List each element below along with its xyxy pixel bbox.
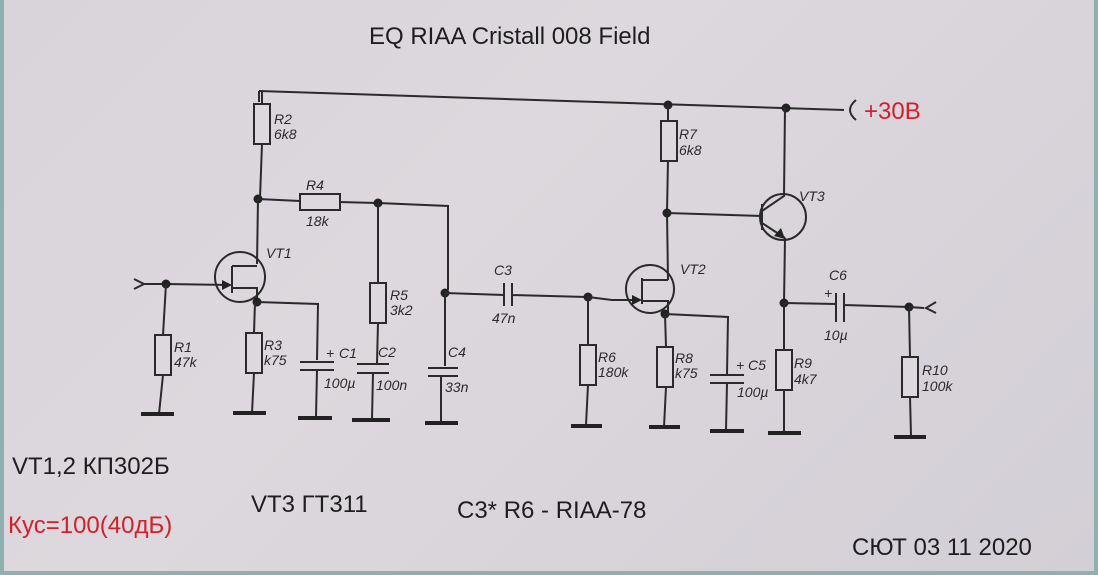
resistor-r6: R6 180k: [571, 297, 629, 428]
c1-ref: C1: [339, 345, 357, 361]
r10-value: 100k: [922, 378, 953, 394]
resistor-r4: R4 18k: [253, 177, 449, 290]
signature-note: СЮТ 03 11 2020: [852, 534, 1032, 561]
r10-ref: R10: [922, 362, 948, 378]
bjt-type-note: VT3 ГТ311: [251, 491, 368, 518]
c2-ref: C2: [378, 344, 396, 360]
capacitor-c4: C4 33n: [425, 293, 469, 425]
vt3-ref: VT3: [799, 188, 825, 204]
c3-ref: C3: [494, 262, 512, 278]
fet-types-note: VT1,2 КП302Б: [12, 453, 170, 480]
resistor-r7: R7 6k8: [660, 105, 702, 281]
c2-value: 100n: [376, 377, 407, 393]
r6-ref: R6: [598, 349, 616, 365]
r9-ref: R9: [794, 355, 812, 371]
c6-value: 10µ: [824, 327, 848, 343]
capacitor-c3: C3 47n: [444, 262, 588, 326]
wire: [256, 301, 320, 361]
r7-ref: R7: [679, 126, 698, 142]
r6-value: 180k: [598, 364, 629, 380]
wire: [666, 212, 763, 217]
r1-ref: R1: [174, 339, 192, 355]
wire: [783, 237, 786, 304]
transistor-vt2: VT2: [587, 261, 706, 314]
c1-value: 100µ: [324, 375, 355, 391]
capacitor-c6: + C6 10µ: [783, 267, 910, 343]
r5-value: 3k2: [390, 302, 413, 318]
c3-value: 47n: [492, 310, 516, 326]
c6-ref: C6: [829, 267, 847, 283]
capacitor-c5: + C5 100µ: [710, 357, 768, 433]
c4-ref: C4: [448, 344, 466, 360]
resistor-r2: R2 6k8: [253, 91, 297, 199]
r4-ref: R4: [306, 177, 324, 193]
c1-polarity: +: [326, 345, 334, 361]
c5-polarity: +: [736, 357, 744, 373]
r2-value: 6k8: [274, 126, 297, 142]
gain-note: Кус=100(40дБ): [8, 512, 172, 539]
c5-ref: C5: [748, 357, 766, 373]
c4-value: 33n: [445, 379, 469, 395]
c6-polarity: +: [824, 285, 832, 301]
vt1-ref: VT1: [266, 245, 292, 261]
vt2-ref: VT2: [680, 261, 706, 277]
wire: [664, 313, 730, 375]
capacitor-c1: + C1 100µ: [298, 345, 357, 420]
supply-terminal-icon: [849, 99, 857, 121]
schematic-title: EQ RIAA Cristall 008 Field: [369, 23, 650, 50]
r8-ref: R8: [675, 350, 693, 366]
c5-value: 100µ: [737, 384, 768, 400]
riaa-note: C3* R6 - RIAA-78: [457, 497, 646, 524]
schematic-diagram: EQ RIAA Cristall 008 Field +30B R2 6k8 R…: [8, 23, 1032, 561]
output-terminal-icon: [908, 301, 937, 314]
r2-ref: R2: [274, 111, 292, 127]
transistor-vt1: VT1: [165, 198, 292, 303]
junction-dot: [781, 103, 791, 113]
resistor-r1: R1 47k: [141, 283, 198, 416]
supply-rail: +30B: [258, 90, 921, 125]
supply-label: +30B: [864, 98, 921, 125]
resistor-r5: R5 3k2: [369, 203, 413, 364]
r3-value: k75: [264, 352, 287, 368]
r8-value: k75: [675, 365, 698, 381]
resistor-r8: R8 k75: [649, 313, 698, 429]
schematic-sheet: EQ RIAA Cristall 008 Field +30B R2 6k8 R…: [4, 0, 1094, 571]
r3-ref: R3: [264, 337, 282, 353]
r7-value: 6k8: [679, 142, 702, 158]
transistor-vt3: VT3: [759, 107, 825, 241]
resistor-r9: R9 4k7: [768, 303, 818, 435]
r5-ref: R5: [390, 287, 408, 303]
input-terminal-icon: [133, 278, 166, 290]
r1-value: 47k: [174, 354, 198, 370]
capacitor-c2: C2 100n: [352, 344, 407, 422]
r4-value: 18k: [306, 213, 330, 229]
r9-value: 4k7: [794, 371, 818, 387]
resistor-r10: R10 100k: [894, 306, 953, 439]
resistor-r3: R3 k75: [233, 301, 287, 415]
